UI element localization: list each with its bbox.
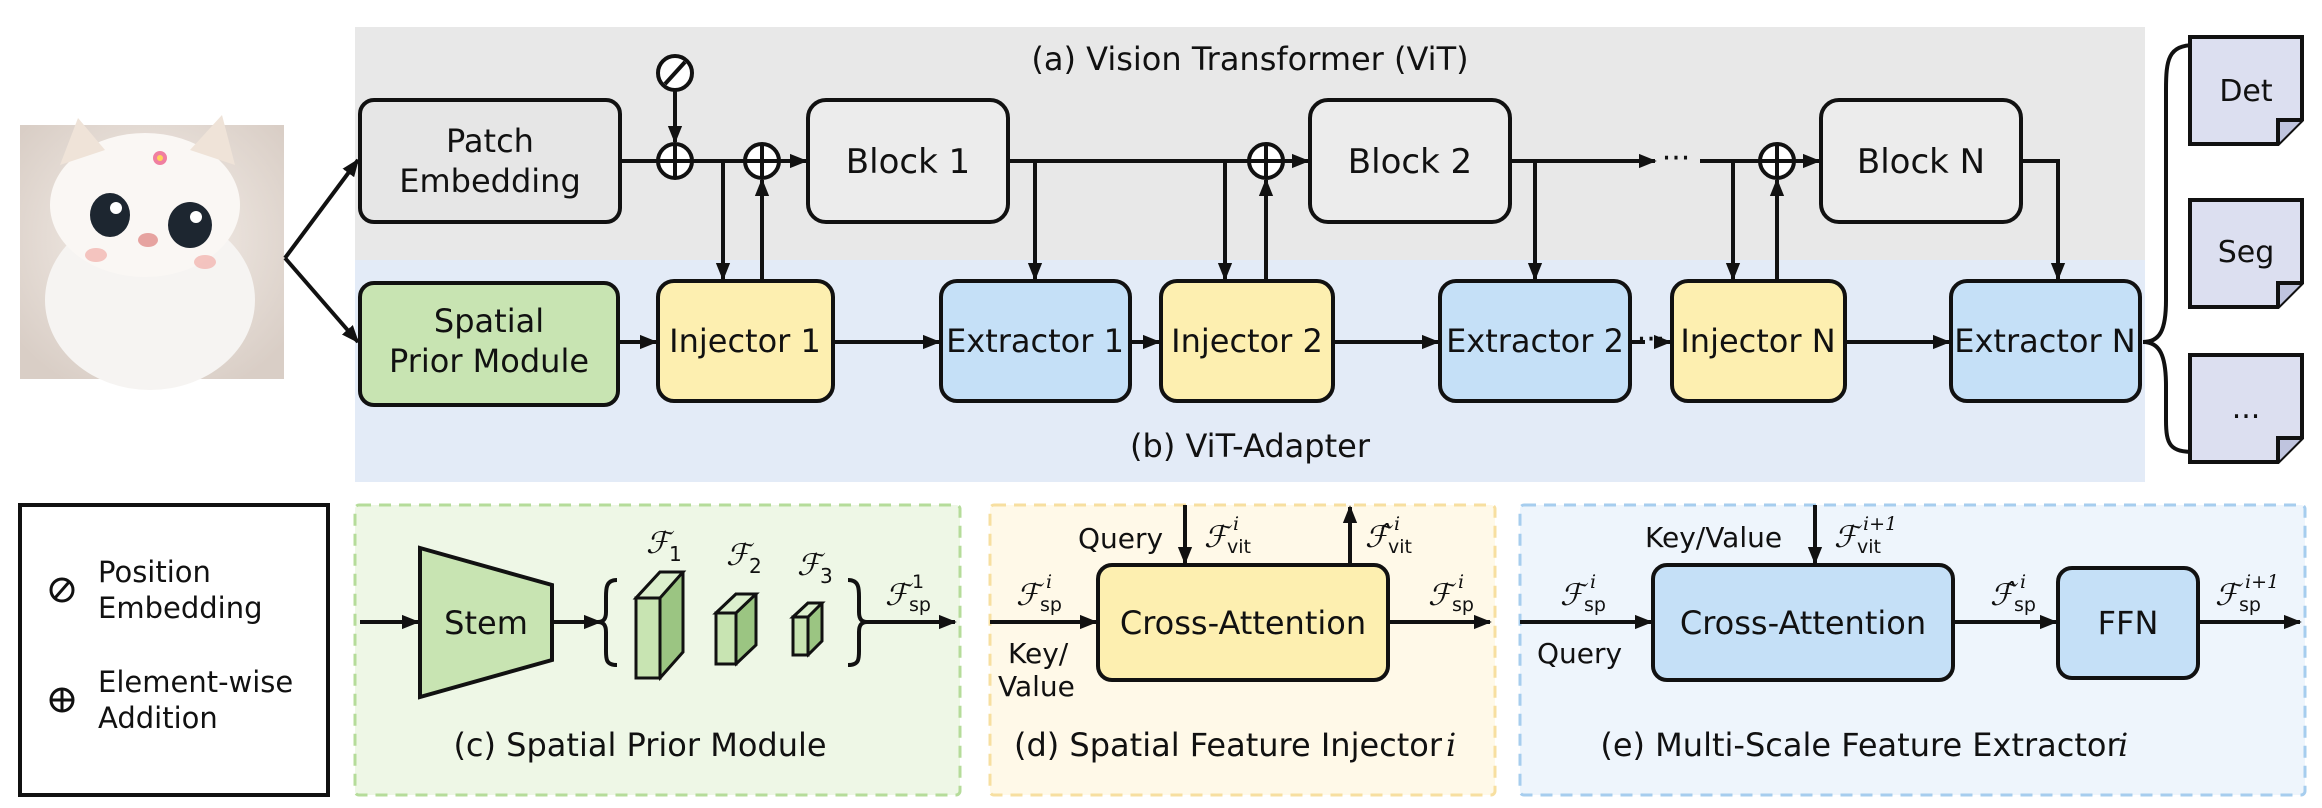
- feature-bracket-left: [597, 578, 618, 667]
- legend-addition-label-1: Element-wise: [98, 665, 293, 699]
- svg-text:vit: vit: [1388, 536, 1412, 558]
- output-seg-doc: Seg: [2188, 198, 2304, 309]
- injector-n-label: Injector N: [1680, 322, 1835, 360]
- add-icon-2: [1247, 142, 1285, 180]
- injector-key-value-label-1: Key/: [1008, 637, 1069, 670]
- output-seg-label: Seg: [2218, 235, 2275, 270]
- spatial-prior-module-label-2: Prior Module: [389, 342, 589, 380]
- svg-text:sp: sp: [2239, 594, 2261, 616]
- svg-text:i: i: [2118, 726, 2128, 764]
- svg-text:sp: sp: [1452, 594, 1474, 616]
- input-image: [20, 115, 284, 390]
- add-icon-1: [743, 142, 781, 180]
- legend-box: [18, 503, 330, 797]
- stem-label: Stem: [444, 604, 528, 642]
- spatial-prior-module-label-1: Spatial: [434, 302, 544, 340]
- block-2-label: Block 2: [1348, 142, 1472, 182]
- patch-embedding-label-2: Embedding: [399, 162, 581, 200]
- patch-embedding-box: [358, 98, 622, 224]
- panel-e-border: [1518, 503, 2307, 797]
- svg-text:i+1: i+1: [1863, 513, 1897, 535]
- adapter-ellipsis: ···: [1637, 322, 1666, 357]
- position-embedding-icon: [656, 54, 694, 92]
- feature-cube-1: [632, 570, 687, 682]
- output-det-doc: Det: [2188, 35, 2304, 146]
- ffn-label: FFN: [2098, 604, 2159, 642]
- legend-addition-label-2: Addition: [98, 701, 218, 735]
- f-sp-i-plus-1-label: ℱ sp i+1: [2215, 571, 2279, 616]
- legend-position-label-2: Embedding: [98, 591, 262, 625]
- svg-text:i: i: [2020, 571, 2026, 593]
- injector-query-label: Query: [1078, 522, 1163, 555]
- injector-2-label: Injector 2: [1171, 322, 1323, 360]
- svg-text:i: i: [1046, 571, 1052, 593]
- panel-d-border: [988, 503, 1497, 797]
- svg-text:i: i: [1233, 513, 1239, 535]
- panel-c-title: (c) Spatial Prior Module: [453, 726, 826, 764]
- panel-e-title: (e) Multi-Scale Feature Extractor i: [1600, 726, 2128, 764]
- extractor-query-label: Query: [1537, 637, 1622, 670]
- add-icon-pos: [656, 142, 694, 180]
- svg-text:i+1: i+1: [2245, 571, 2279, 593]
- stem-trapezoid: [418, 545, 554, 700]
- extractor-1-label: Extractor 1: [946, 322, 1124, 360]
- feature-cube-3: [789, 601, 826, 658]
- svg-text:3: 3: [820, 564, 833, 588]
- patch-embedding-label-1: Patch: [446, 122, 534, 160]
- panel-d-title: (d) Spatial Feature Injector i: [1014, 726, 1456, 764]
- block-1-label: Block 1: [846, 142, 970, 182]
- svg-text:1: 1: [669, 542, 682, 566]
- extractor-n-box: [1949, 279, 2142, 403]
- output-more-label: ...: [2232, 391, 2261, 426]
- svg-text:i: i: [1446, 726, 1456, 764]
- legend-position-label-1: Position: [98, 555, 211, 589]
- svg-text:i: i: [1394, 513, 1400, 535]
- svg-text:2: 2: [749, 554, 762, 578]
- extractor-2-label: Extractor 2: [1446, 322, 1624, 360]
- svg-text:vit: vit: [1227, 536, 1251, 558]
- f-sp-1-label: ℱ sp 1: [885, 571, 931, 616]
- adapter-title: (b) ViT-Adapter: [1130, 427, 1371, 465]
- legend-addition-icon: [49, 687, 75, 713]
- f-vit-i-plus-1-label: ℱ vit i+1: [1834, 513, 1897, 558]
- f-sp-i-extractor-in-label: ℱ sp i: [1560, 571, 1606, 616]
- extractor-n-label: Extractor N: [1954, 322, 2135, 360]
- extractor-key-value-label: Key/Value: [1645, 521, 1782, 554]
- output-brace: [2142, 43, 2196, 454]
- svg-text:1: 1: [912, 571, 924, 593]
- svg-text:(d) Spatial Feature Injector: (d) Spatial Feature Injector: [1014, 726, 1443, 764]
- arrow-image-to-patch: [283, 158, 360, 260]
- svg-text:sp: sp: [2014, 594, 2036, 616]
- svg-text:vit: vit: [1857, 536, 1881, 558]
- output-det-label: Det: [2219, 74, 2273, 109]
- injector-1-label: Injector 1: [669, 322, 821, 360]
- add-icon-n: [1758, 142, 1796, 180]
- panel-c-border: [353, 503, 962, 797]
- svg-text:sp: sp: [1040, 594, 1062, 616]
- injector-cross-attention-label: Cross-Attention: [1120, 604, 1366, 642]
- feature-cube-2: [712, 592, 760, 667]
- svg-text:sp: sp: [909, 594, 931, 616]
- svg-text:sp: sp: [1584, 594, 1606, 616]
- arrow-blockn-to-extn: [2021, 159, 2066, 281]
- extractor-cross-attention-label: Cross-Attention: [1680, 604, 1926, 642]
- block-n-label: Block N: [1857, 142, 1985, 182]
- legend-position-icon: [49, 577, 75, 603]
- svg-text:(e) Multi-Scale Feature Extrac: (e) Multi-Scale Feature Extractor: [1600, 726, 2120, 764]
- vit-title: (a) Vision Transformer (ViT): [1031, 40, 1468, 78]
- svg-text:i: i: [1590, 571, 1596, 593]
- vit-ellipsis: ···: [1662, 141, 1691, 176]
- arrow-image-to-spm: [283, 256, 360, 344]
- output-more-doc: ...: [2188, 353, 2304, 464]
- injector-key-value-label-2: Value: [998, 670, 1075, 703]
- svg-text:i: i: [1458, 571, 1464, 593]
